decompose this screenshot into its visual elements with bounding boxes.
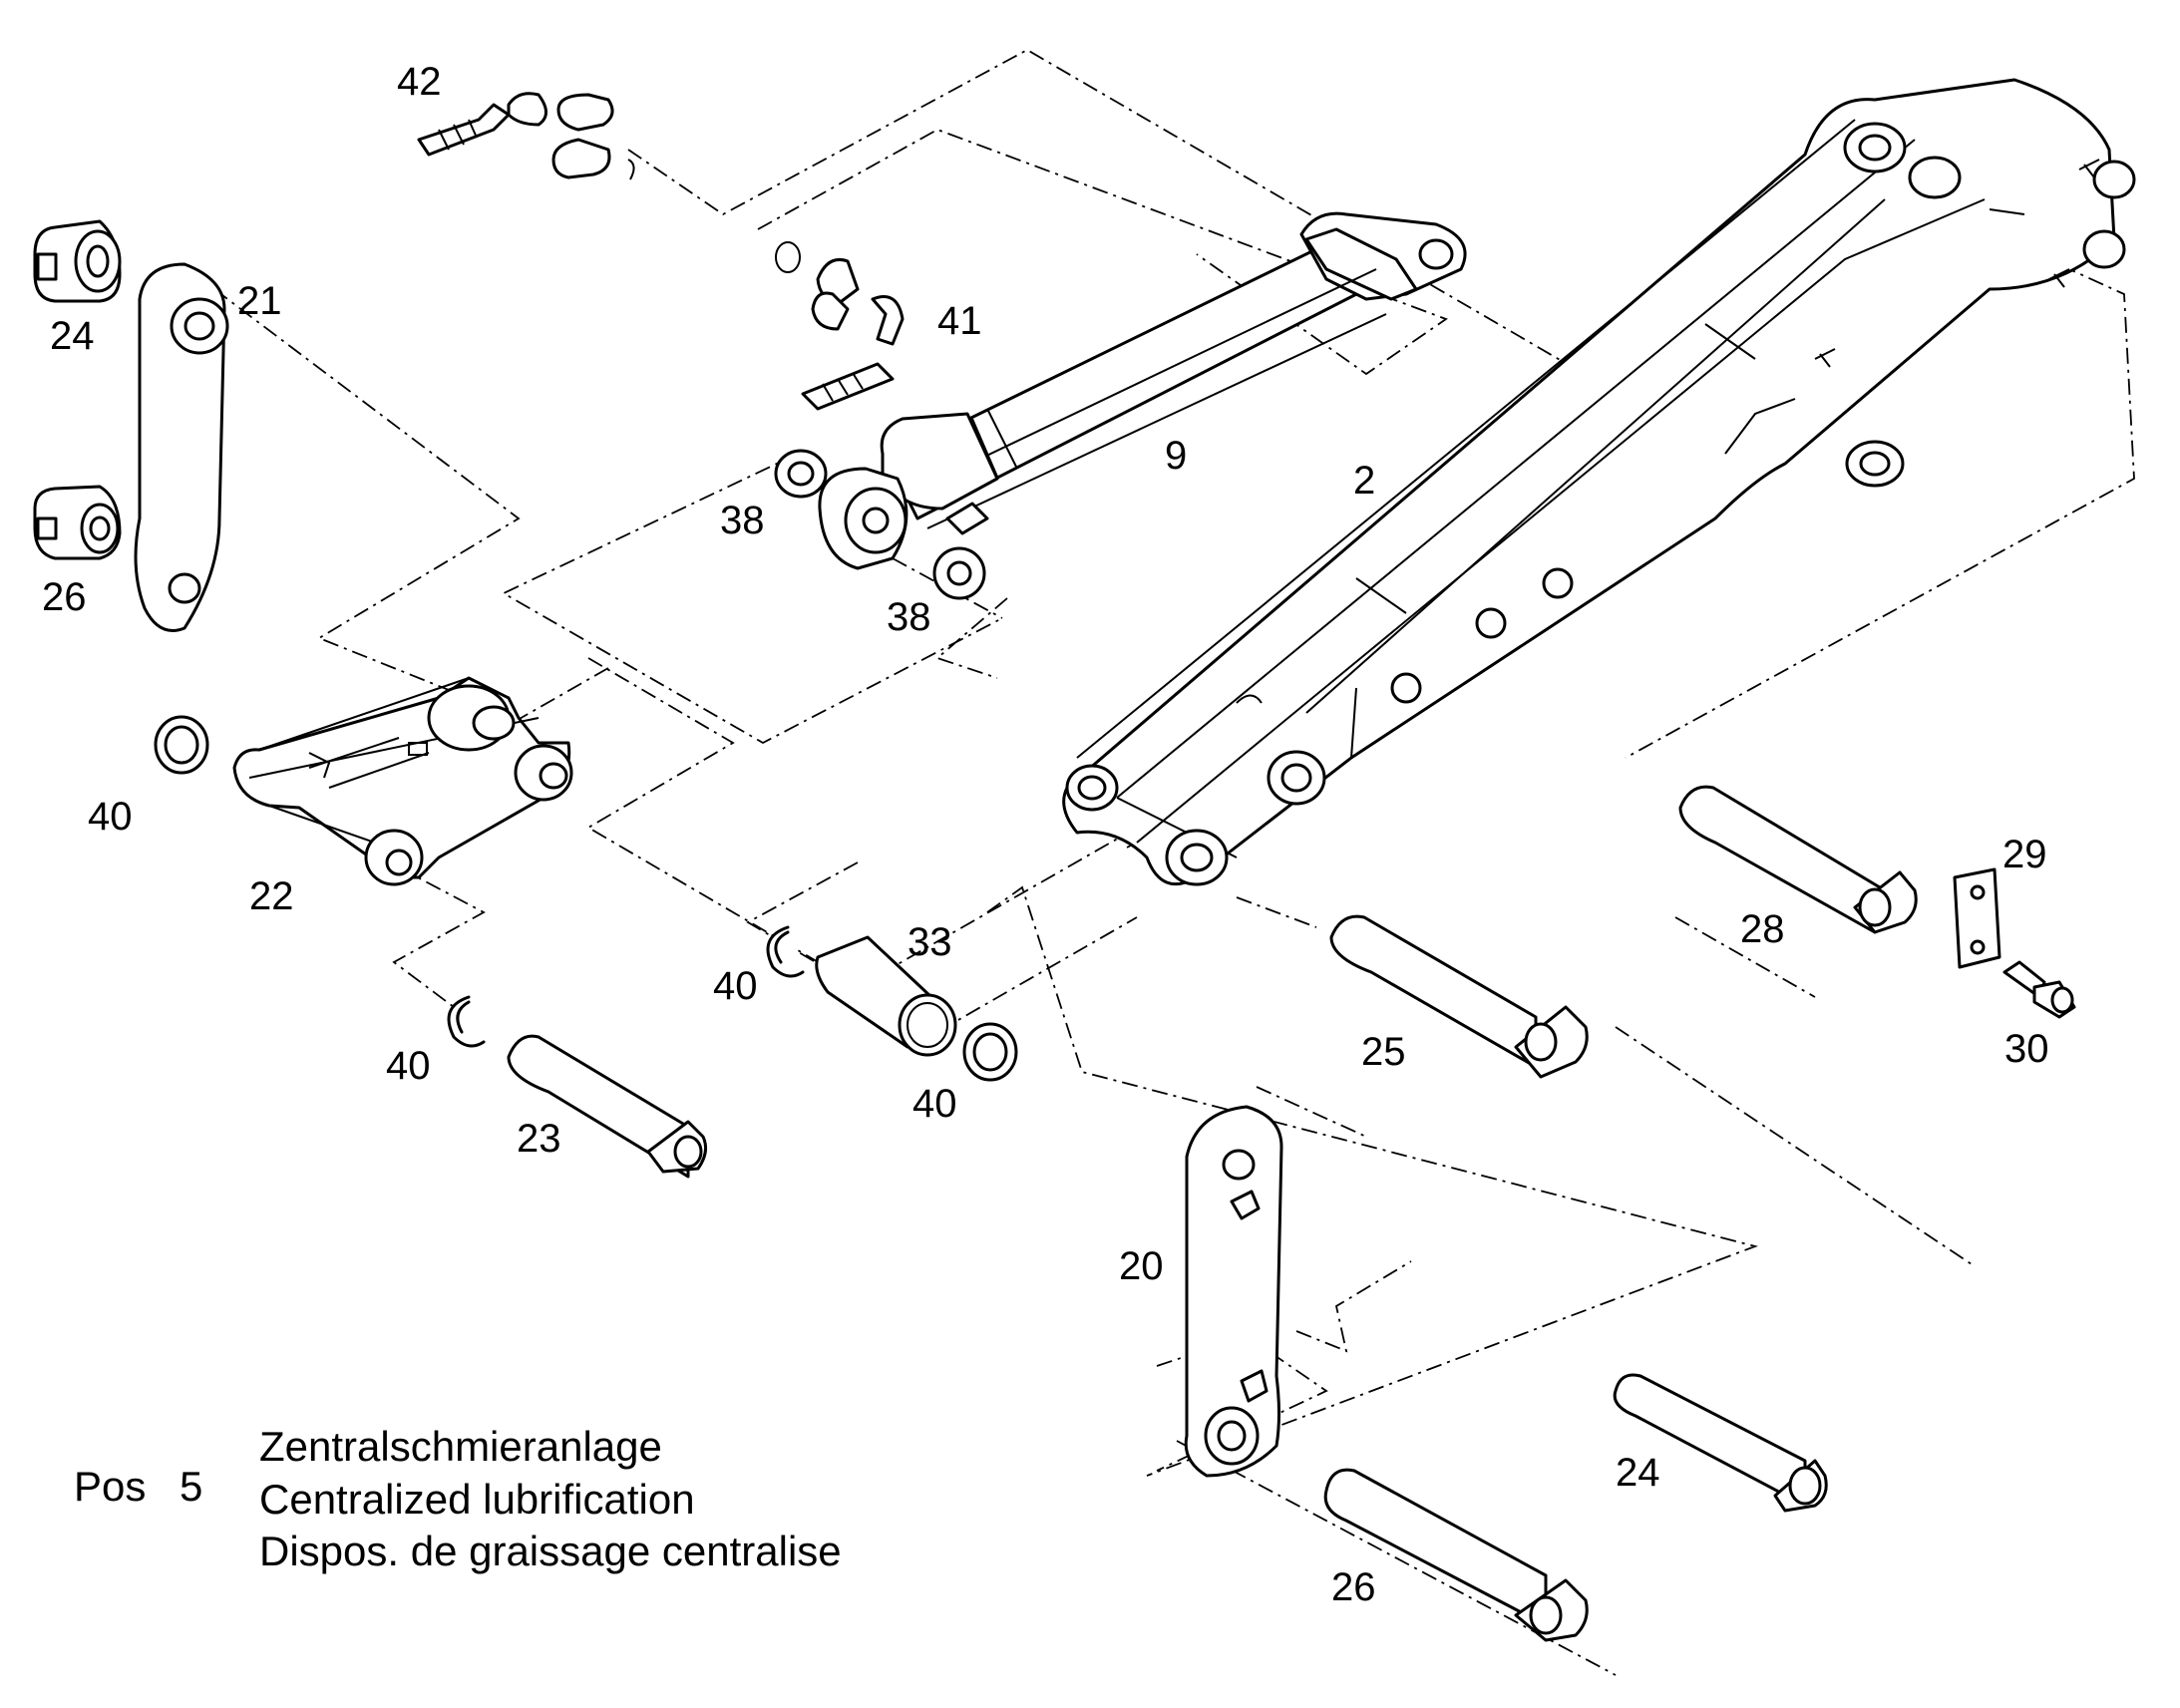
label-20: 20 <box>1119 1244 1164 1288</box>
pin-part-25 <box>1329 914 1589 1079</box>
label-42: 42 <box>397 60 442 104</box>
label-24-bottom: 24 <box>1616 1451 1660 1495</box>
lock-nut-24-top <box>33 219 122 303</box>
sleeve-part-33 <box>815 935 957 1057</box>
label-25: 25 <box>1361 1030 1406 1074</box>
lock-nut-26-top <box>33 485 122 560</box>
hose-assembly-42 <box>417 92 635 180</box>
caption-line-en: Centralized lubrification <box>259 1476 695 1523</box>
caption-pos: Pos <box>74 1463 146 1510</box>
caption-line-fr: Dispos. de graissage centralise <box>259 1528 842 1574</box>
label-41: 41 <box>937 299 982 343</box>
label-23: 23 <box>517 1117 561 1161</box>
link-part-20 <box>1184 1105 1283 1478</box>
bracket-part-22 <box>232 676 573 886</box>
caption: Pos 5 Zentralschmieranlage Centralized l… <box>74 1423 842 1574</box>
retaining-rings-40 <box>154 715 1018 1082</box>
label-2: 2 <box>1353 459 1375 503</box>
pin-part-23 <box>507 1034 708 1179</box>
bushing-and-washers-38 <box>774 449 986 600</box>
label-24-top: 24 <box>50 314 95 358</box>
pin-part-24-bottom <box>1613 1373 1828 1513</box>
label-40-right: 40 <box>912 1082 957 1126</box>
boom-part-2 <box>1062 78 2136 886</box>
caption-pos-number: 5 <box>180 1463 202 1510</box>
bolt-part-30 <box>2002 960 2076 1019</box>
label-40-center: 40 <box>713 964 758 1008</box>
label-26-bottom: 26 <box>1331 1565 1376 1609</box>
label-29: 29 <box>2002 833 2047 876</box>
label-21: 21 <box>237 279 282 323</box>
link-part-21 <box>134 262 229 632</box>
part-labels: 42 24 21 41 26 9 2 38 38 40 22 33 40 40 … <box>42 60 2049 1609</box>
label-30: 30 <box>2004 1027 2049 1071</box>
label-40-left: 40 <box>88 795 133 839</box>
pin-part-28 <box>1678 785 1918 934</box>
cylinder-part-9 <box>880 211 1467 535</box>
hose-assembly-41 <box>775 241 905 411</box>
pin-part-26-bottom <box>1323 1468 1589 1642</box>
label-28: 28 <box>1740 907 1785 951</box>
label-38-right: 38 <box>887 595 931 639</box>
plate-part-29 <box>1953 867 2001 969</box>
label-22: 22 <box>249 874 294 918</box>
caption-line-de: Zentralschmieranlage <box>259 1423 662 1470</box>
label-9: 9 <box>1165 434 1187 478</box>
label-33: 33 <box>908 920 952 964</box>
label-26-top: 26 <box>42 575 87 619</box>
label-40-lower: 40 <box>386 1044 431 1088</box>
label-38-left: 38 <box>720 499 765 542</box>
